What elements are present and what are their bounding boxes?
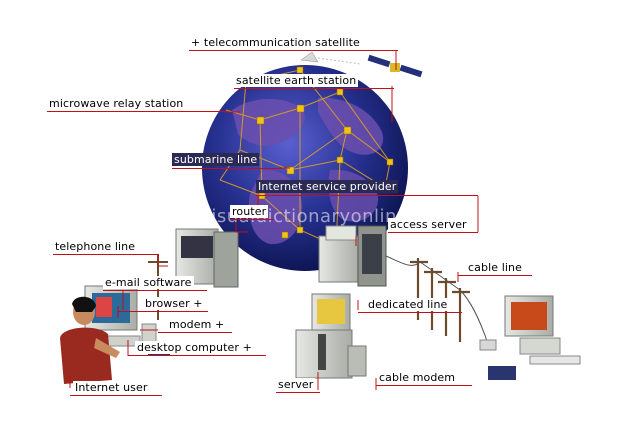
label-desktop-computer[interactable]: desktop computer + — [135, 341, 254, 354]
leader-lines — [69, 50, 479, 390]
label-cable-modem[interactable]: cable modem — [377, 371, 458, 384]
user-computer-icon — [84, 285, 170, 356]
satellite-icon — [367, 54, 423, 78]
isp-servers-icon — [175, 225, 387, 288]
label-internet-service-provider[interactable]: Internet service provider — [256, 180, 399, 193]
label-server[interactable]: server — [276, 378, 316, 391]
label-browser[interactable]: browser + — [143, 297, 205, 310]
label-access-server[interactable]: access server — [388, 218, 469, 231]
label-satellite-earth-station[interactable]: satellite earth station — [234, 74, 359, 87]
label-cable-line[interactable]: cable line — [466, 261, 524, 274]
label-modem[interactable]: modem + — [167, 318, 227, 331]
label-telecommunication-satellite[interactable]: + telecommunication satellite — [189, 36, 362, 49]
label-dedicated-line[interactable]: dedicated line — [366, 298, 450, 311]
cable-computer-icon — [479, 295, 581, 380]
label-router[interactable]: router — [230, 205, 269, 218]
satellite-dish-icon — [300, 51, 361, 65]
label-email-software[interactable]: e-mail software — [103, 276, 194, 289]
label-internet-user[interactable]: Internet user — [73, 381, 150, 394]
label-submarine-line[interactable]: submarine line — [172, 153, 260, 166]
label-telephone-line[interactable]: telephone line — [53, 240, 138, 253]
internet-user-figure — [60, 296, 120, 384]
label-microwave-relay-station[interactable]: microwave relay station — [47, 97, 186, 110]
server-icon — [295, 293, 367, 379]
watermark: www.visualdictionaryonline.com — [150, 206, 455, 227]
